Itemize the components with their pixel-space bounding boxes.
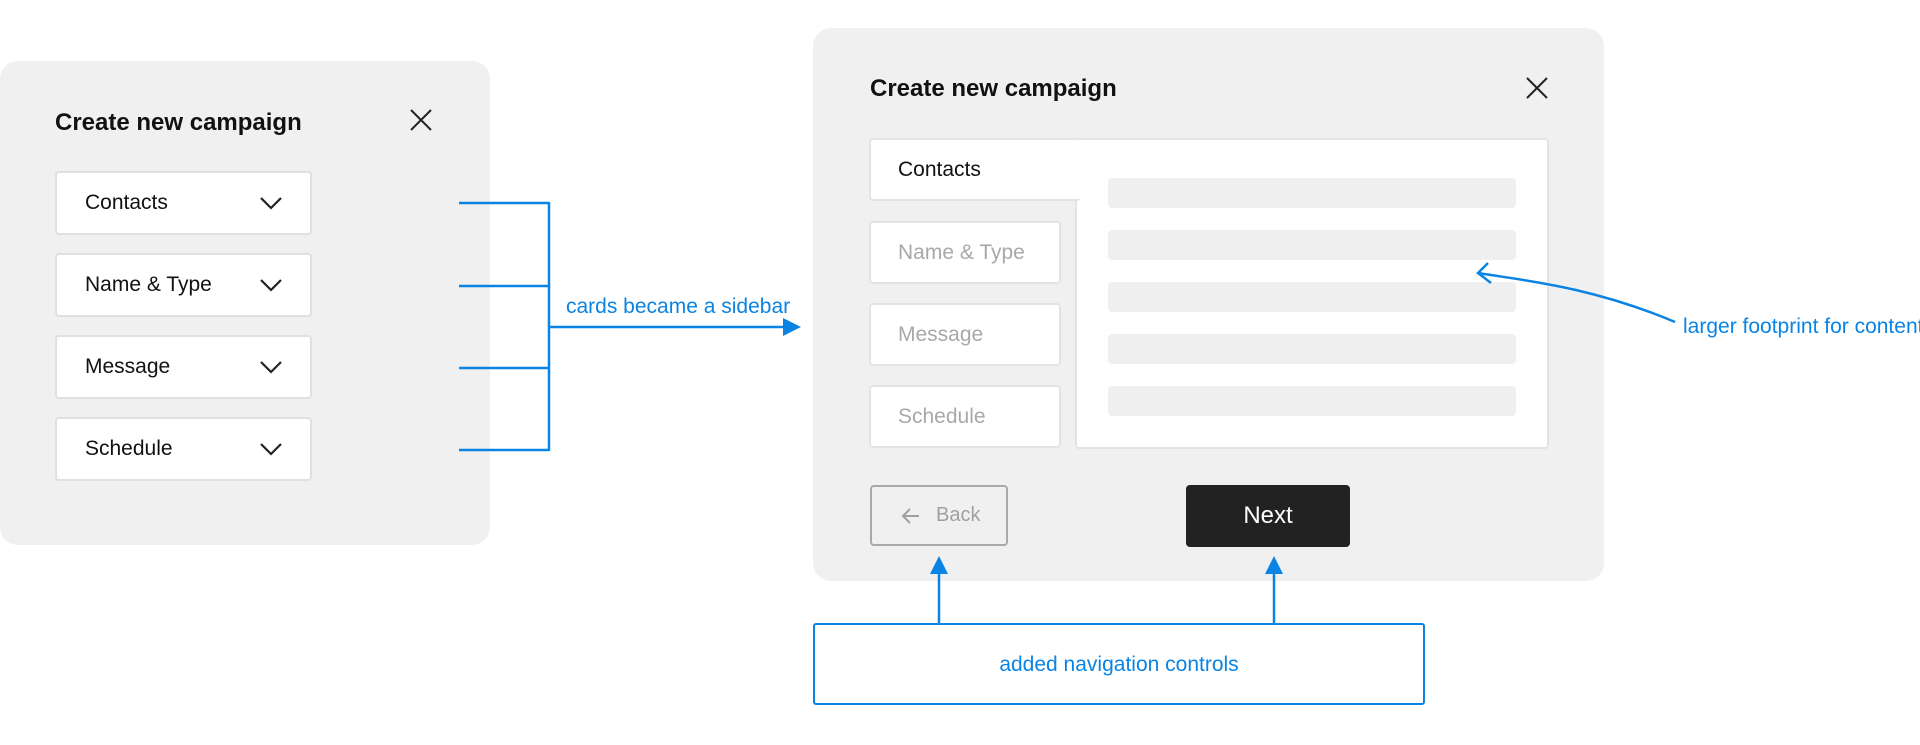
accordion-card-contacts[interactable]: Contacts [55, 171, 312, 235]
placeholder-line [1108, 386, 1516, 416]
annotation-nav: added navigation controls [999, 652, 1239, 676]
annotation-nav-box: added navigation controls [813, 623, 1425, 705]
step-label: Contacts [898, 158, 981, 181]
chevron-down-icon [258, 357, 284, 377]
card-label: Message [85, 355, 171, 378]
back-button[interactable]: Back [870, 485, 1008, 546]
back-label: Back [936, 504, 981, 526]
card-label: Schedule [85, 437, 173, 460]
step-label: Name & Type [898, 241, 1025, 264]
accordion-card-name-type[interactable]: Name & Type [55, 253, 312, 317]
arrowhead [930, 556, 948, 574]
placeholder-line [1108, 282, 1516, 312]
accordion-card-message[interactable]: Message [55, 335, 312, 399]
close-icon[interactable] [408, 107, 434, 133]
sidebar-step-message[interactable]: Message [869, 303, 1061, 366]
curved-arrow [1477, 271, 1676, 324]
step-content-area [1075, 138, 1549, 449]
sidebar-step-contacts[interactable]: Contacts [869, 138, 1081, 201]
placeholder-line [1108, 334, 1516, 364]
close-icon[interactable] [1524, 75, 1550, 101]
sidebar-step-schedule[interactable]: Schedule [869, 385, 1061, 448]
placeholder-line [1108, 230, 1516, 260]
dialog-title-before: Create new campaign [55, 109, 302, 136]
chevron-down-icon [258, 439, 284, 459]
card-label: Contacts [85, 191, 168, 214]
arrowhead [783, 318, 801, 336]
step-label: Schedule [898, 405, 986, 428]
dialog-title-after: Create new campaign [870, 75, 1117, 102]
arrowhead [1476, 262, 1492, 284]
accordion-card-schedule[interactable]: Schedule [55, 417, 312, 481]
annotation-content: larger footprint for content [1683, 315, 1920, 338]
next-button[interactable]: Next [1186, 485, 1350, 547]
chevron-down-icon [258, 275, 284, 295]
sidebar-step-name-type[interactable]: Name & Type [869, 221, 1061, 284]
annotation-sidebar: cards became a sidebar [566, 295, 791, 318]
chevron-down-icon [258, 193, 284, 213]
arrowhead [1265, 556, 1283, 574]
placeholder-line [1108, 178, 1516, 208]
arrow-left-icon [901, 506, 921, 526]
step-label: Message [898, 323, 984, 346]
card-label: Name & Type [85, 273, 212, 296]
